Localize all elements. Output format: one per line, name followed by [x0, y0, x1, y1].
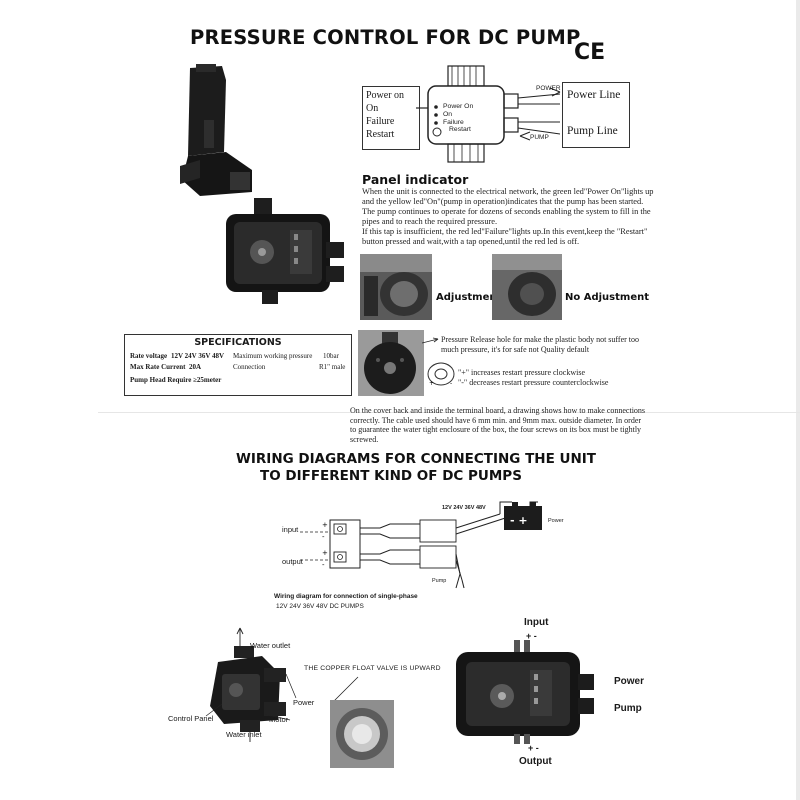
copper-valve-note: THE COPPER FLOAT VALVE IS UPWARD	[304, 665, 441, 672]
no-adjustment-label: No Adjustment	[565, 292, 649, 303]
cover-note-line: screwed.	[350, 434, 379, 444]
cover-note-line: to guarantee the water tight enclosure o…	[350, 425, 642, 435]
panel-indicator-heading: Panel indicator	[362, 172, 469, 187]
pressure-release-line: Pressure Release hole for make the plast…	[441, 335, 640, 344]
label-water-outlet: Water outlet	[250, 641, 291, 650]
cover-note-text: On the cover back and inside the termina…	[350, 406, 645, 444]
spec-max-current-value: 20A	[189, 363, 202, 371]
spec-rate-voltage-value: 12V 24V 36V 48V	[171, 352, 225, 360]
screw-notes: "+" increases restart pressure clockwise…	[458, 368, 608, 388]
page-edge-shadow	[796, 0, 800, 800]
wiring-caption-line2: 12V 24V 36V 48V DC PUMPS	[276, 603, 364, 610]
device-led-power-on: Power On	[443, 103, 474, 110]
wiring-pump-label: Pump	[432, 578, 447, 584]
wiring-caption-line1: Wiring diagram for connection of single-…	[274, 593, 418, 600]
wiring-output-label: output	[282, 557, 303, 566]
legend-on: On	[366, 103, 379, 114]
svg-text:- +: - +	[510, 514, 528, 527]
legend-power-on: Power on	[366, 90, 405, 101]
spec-pump-head: Pump Head Require ≥25meter	[130, 376, 222, 384]
spec-rate-voltage-label: Rate voltage	[130, 352, 168, 360]
svg-text:+: +	[322, 521, 328, 529]
installation-drawing	[205, 627, 297, 742]
spec-max-pressure-label: Maximum working pressure	[233, 352, 313, 360]
panel-indicator-line: pipes and to reach the required pressure…	[362, 217, 498, 227]
page-title: PRESSURE CONTROL FOR DC PUMP	[190, 26, 581, 49]
spec-max-pressure-value: 10bar	[323, 352, 339, 360]
wiring-input-label: input	[282, 525, 299, 534]
pump-controller-front-photo	[218, 196, 348, 306]
spec-connection-value: R1" male	[319, 363, 346, 371]
adjustment-photo	[360, 254, 432, 320]
connection-output-polarity: + -	[528, 743, 539, 753]
power-line-label: Power Line	[567, 89, 621, 101]
no-adjustment-photo	[492, 254, 562, 320]
svg-text:+: +	[429, 380, 434, 387]
wiring-heading: WIRING DIAGRAMS FOR CONNECTING THE UNIT …	[236, 451, 596, 485]
cover-note-line: On the cover back and inside the termina…	[350, 406, 646, 415]
label-control-panel: Control Panel	[168, 714, 214, 723]
panel-indicator-line: The pump continues to operate for dozens…	[362, 207, 651, 217]
device-outline-diagram	[416, 65, 561, 163]
wiring-voltages: 12V 24V 36V 48V	[442, 505, 486, 511]
minus-note: "-" decreases restart pressure countercl…	[458, 378, 609, 388]
line-legend-box: Power Line Pump Line	[562, 82, 630, 148]
specifications-heading: SPECIFICATIONS	[194, 337, 282, 348]
arrow-power-label: POWER	[536, 85, 561, 92]
panel-indicator-text: When the unit is connected to the electr…	[362, 187, 662, 248]
device-restart-label: Restart	[449, 126, 471, 134]
page-fold-line	[98, 412, 800, 413]
device-led-failure: Failure	[443, 118, 464, 126]
legend-restart: Restart	[366, 129, 395, 140]
legend-failure: Failure	[366, 116, 395, 127]
svg-text:-: -	[322, 561, 325, 569]
specifications-box: SPECIFICATIONS Rate voltage 12V 24V 36V …	[124, 334, 352, 396]
pressure-release-line: much pressure, it's for safe not Quality…	[441, 345, 590, 355]
connection-output-label: Output	[519, 756, 552, 767]
wiring-caption: Wiring diagram for connection of single-…	[274, 592, 418, 612]
pressure-release-photo	[358, 330, 424, 396]
connection-input-label: Input	[524, 617, 549, 628]
cover-note-line: correctly. The cable used should have 6 …	[350, 415, 642, 425]
spec-max-current-label: Max Rate Current	[130, 363, 186, 371]
pressure-release-text: Pressure Release hole for make the plast…	[441, 335, 639, 355]
device-led-on: On	[443, 110, 453, 118]
wiring-heading-line2: TO DIFFERENT KIND OF DC PUMPS	[260, 468, 522, 484]
panel-indicator-line: If this tap is insufficient, the red led…	[362, 227, 648, 237]
spec-connection-label: Connection	[233, 363, 266, 371]
adjustment-screw-diagram: + -	[427, 362, 455, 387]
valve-pointer	[333, 676, 359, 702]
panel-indicator-line: and the yellow led"On"(pump in operation…	[362, 197, 644, 207]
label-motor: Motor	[269, 715, 289, 724]
pump-controller-side-photo	[160, 60, 270, 198]
connection-power-label: Power	[614, 676, 645, 687]
label-install-power: Power	[293, 698, 315, 707]
pressure-release-pointer	[422, 337, 439, 344]
wiring-heading-line1: WIRING DIAGRAMS FOR CONNECTING THE UNIT	[236, 451, 597, 467]
wiring-power-label: Power	[548, 518, 564, 524]
arrow-pump-label: PUMP	[530, 134, 549, 141]
wiring-diagram: + - + - - +	[300, 501, 542, 589]
plus-note: "+" increases restart pressure clockwise	[458, 368, 585, 377]
ce-mark: CE	[574, 40, 606, 65]
connection-pump-label: Pump	[614, 703, 642, 714]
indicator-legend-box: Power on On Failure Restart	[362, 86, 420, 150]
panel-indicator-line: button pressed and wait,with a tap opene…	[362, 237, 580, 247]
connection-input-polarity: + -	[526, 631, 537, 641]
pump-line-label: Pump Line	[567, 125, 618, 137]
label-water-inlet: Water inlet	[226, 730, 262, 739]
adjustment-label: Adjustment	[436, 292, 502, 303]
device-led-labels: Power On On Failure Restart	[443, 103, 473, 134]
copper-valve-photo	[330, 700, 394, 768]
connection-photo	[452, 640, 594, 744]
svg-text:+: +	[322, 549, 328, 557]
panel-indicator-line: When the unit is connected to the electr…	[362, 187, 654, 196]
svg-text:-: -	[322, 533, 325, 541]
svg-text:-: -	[450, 380, 452, 387]
